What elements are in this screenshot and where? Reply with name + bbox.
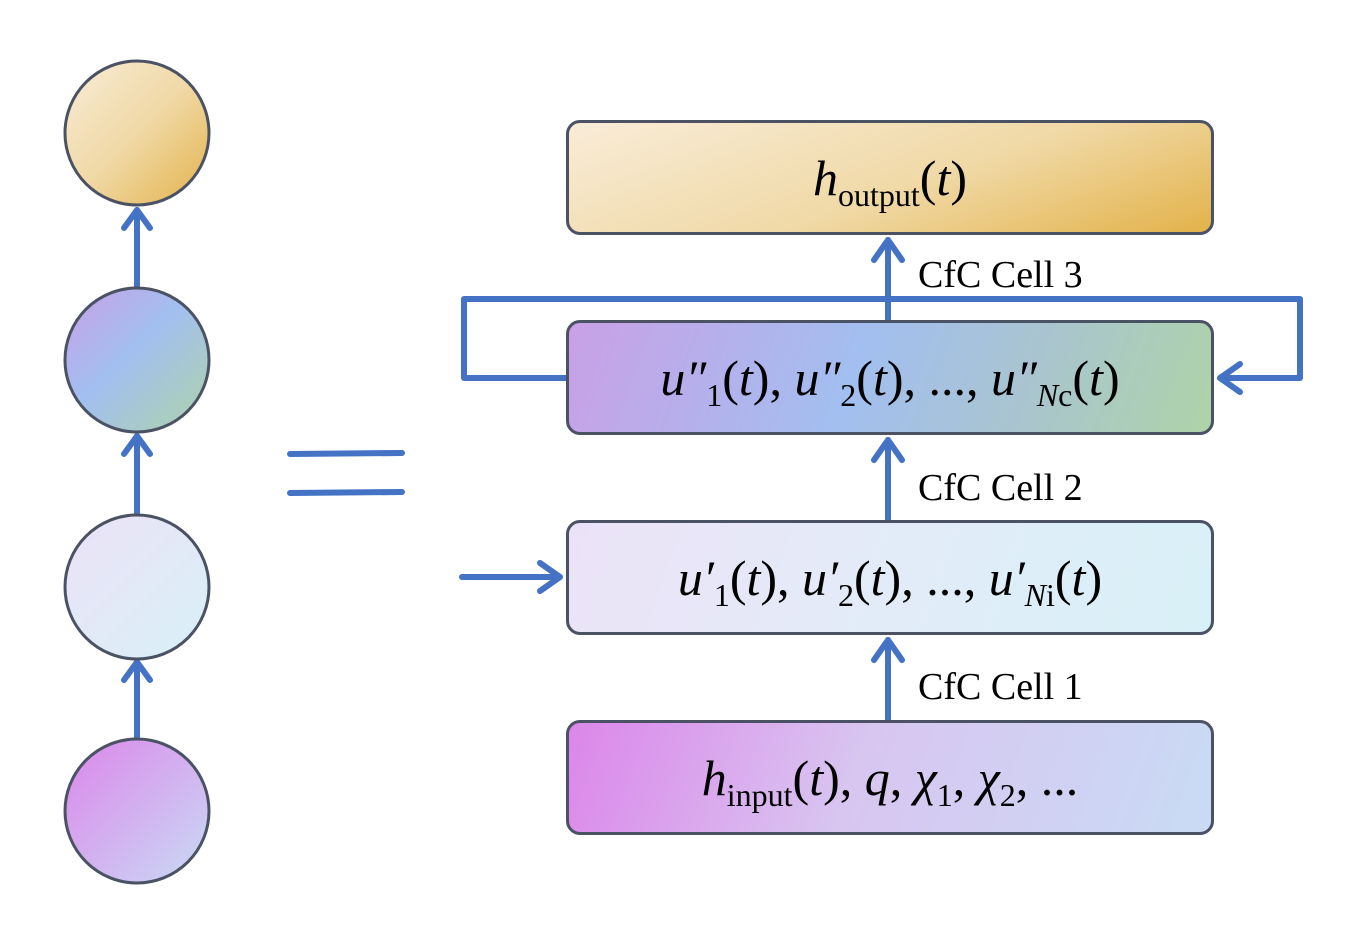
left-arrowhead-2 [121, 433, 153, 457]
cell3-box: u″1(t), u″2(t), ..., u″Nc(t) [566, 320, 1214, 435]
output-formula: houtput(t) [813, 149, 967, 213]
left-arrowhead-1 [121, 659, 153, 683]
left-arrowhead-3 [121, 207, 153, 231]
label-cfc-cell-3: CfC Cell 3 [918, 254, 1083, 296]
arrowhead-cell3 [871, 237, 905, 263]
cell3-formula: u″1(t), u″2(t), ..., u″Nc(t) [660, 349, 1120, 413]
input-box: hinput(t), q, χ1, χ2, ... [566, 720, 1214, 835]
label-cfc-cell-2: CfC Cell 2 [918, 467, 1083, 509]
cell2-formula: u′1(t), u′2(t), ..., u′Ni(t) [677, 549, 1103, 613]
arrowhead-external-input [537, 560, 563, 594]
arrowhead-recurrent [1217, 361, 1243, 395]
node-cell2 [63, 513, 211, 661]
node-input [63, 737, 211, 885]
cell2-box: u′1(t), u′2(t), ..., u′Ni(t) [566, 520, 1214, 635]
node-output [63, 59, 211, 207]
label-cfc-cell-1: CfC Cell 1 [918, 666, 1083, 708]
input-formula: hinput(t), q, χ1, χ2, ... [701, 749, 1079, 813]
recurrent-loop [461, 296, 1303, 381]
arrowhead-cell1 [871, 637, 905, 663]
arrowhead-cell2 [871, 437, 905, 463]
equals-sign [287, 450, 405, 496]
output-box: houtput(t) [566, 120, 1214, 235]
node-cell3 [63, 286, 211, 434]
